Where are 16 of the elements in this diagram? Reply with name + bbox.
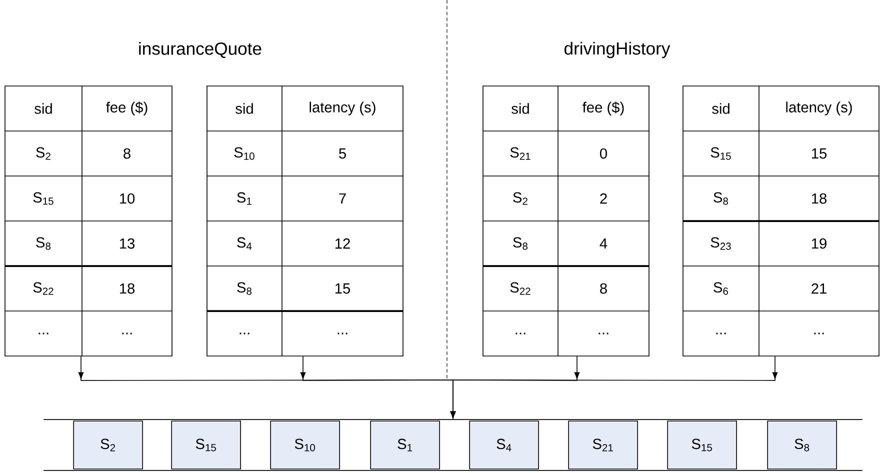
queue-item-box: S$_{21}$ — [568, 420, 638, 470]
group-title: insuranceQuote — [139, 42, 262, 58]
arrow — [450, 356, 778, 418]
queue-item-box: S$_{10}$ — [270, 420, 340, 470]
table: sid fee ($) S$_{2}$ 8 S$_{15}$ 10 S$_{8}$ 13 S$_{22}$ 18 ... ... — [4, 86, 172, 356]
group-title: drivingHistory — [564, 42, 670, 58]
queue-item-box: S$_{8}$ — [767, 420, 837, 470]
table: sid fee ($) S$_{21}$ 0 S$_{2}$ 2 S$_{8}$ 4 S$_{22}$ 8 ... ... — [482, 86, 650, 356]
table: sid latency (s) S$_{15}$ 15 S$_{8}$ 18 S$_{23}$ 19 S$_{6}$ 21 ... ... — [682, 86, 880, 356]
queue-item-box: S$_{1}$ — [370, 420, 440, 470]
queue-item-box: S$_{4}$ — [469, 420, 539, 470]
queue-item-box: S$_{2}$ — [73, 420, 143, 470]
table: sid latency (s) S$_{10}$ 5 S$_{1}$ 7 S$_{4}$ 12 S$_{8}$ 15 ... ... — [206, 86, 404, 356]
queue-item-box: S$_{15}$ — [171, 420, 241, 470]
queue-item-box: S$_{15}$ — [667, 420, 737, 470]
queue-band — [43, 419, 863, 471]
